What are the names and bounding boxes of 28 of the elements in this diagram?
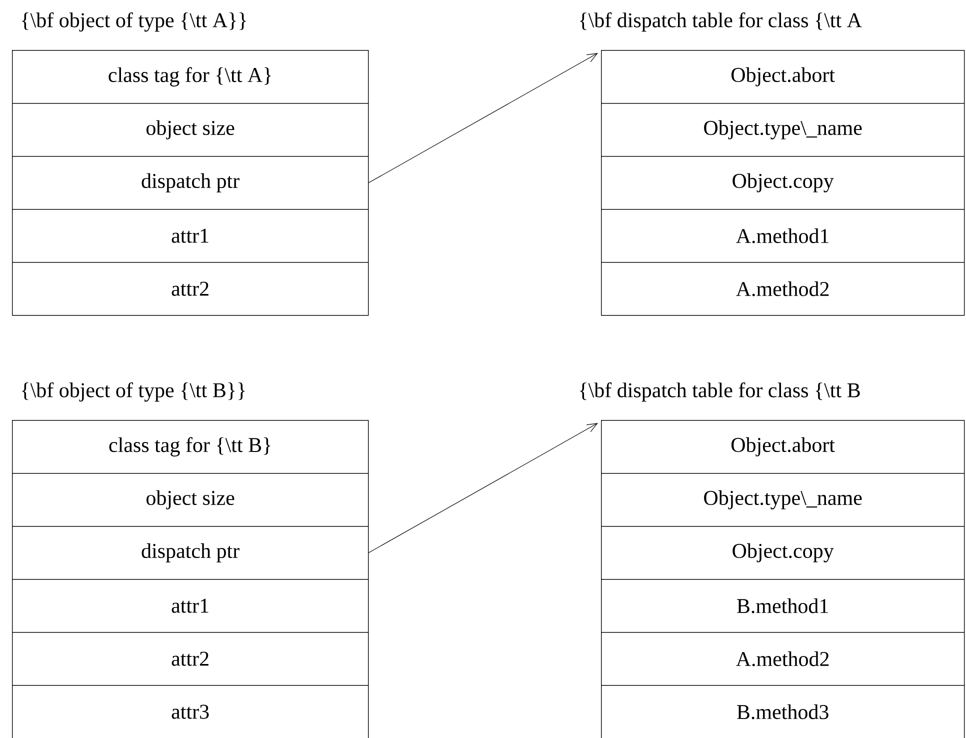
table-cell: attr1 [12,209,369,263]
table-cell: Object.type\_name [601,473,965,527]
arrow [368,423,598,554]
table-heading: {\bf dispatch table for class {\tt B [580,382,860,402]
table-cell: Object.copy [601,526,965,580]
table-cell: A.method2 [601,632,965,686]
table-cell: B.method1 [601,579,965,633]
table-heading: {\bf object of type {\tt A}} [22,12,246,32]
table-cell: B.method3 [601,685,965,738]
table-cell: dispatch ptr [12,526,369,580]
table-cell: dispatch ptr [12,156,369,210]
table-cell: attr2 [12,632,369,686]
table-heading: {\bf dispatch table for class {\tt A [580,12,862,32]
table-cell: Object.abort [601,50,965,104]
table-cell: attr2 [12,262,369,316]
table-cell: object size [12,473,369,527]
table-cell: Object.copy [601,156,965,210]
table-cell: A.method2 [601,262,965,316]
table-heading: {\bf object of type {\tt B}} [22,382,245,402]
table-cell: class tag for {\tt A} [12,50,369,104]
table-cell: attr1 [12,579,369,633]
table-cell: object size [12,103,369,157]
table-cell: A.method1 [601,209,965,263]
arrow [368,53,598,184]
table-cell: attr3 [12,685,369,738]
table-cell: Object.type\_name [601,103,965,157]
table-cell: class tag for {\tt B} [12,420,369,474]
table-cell: Object.abort [601,420,965,474]
